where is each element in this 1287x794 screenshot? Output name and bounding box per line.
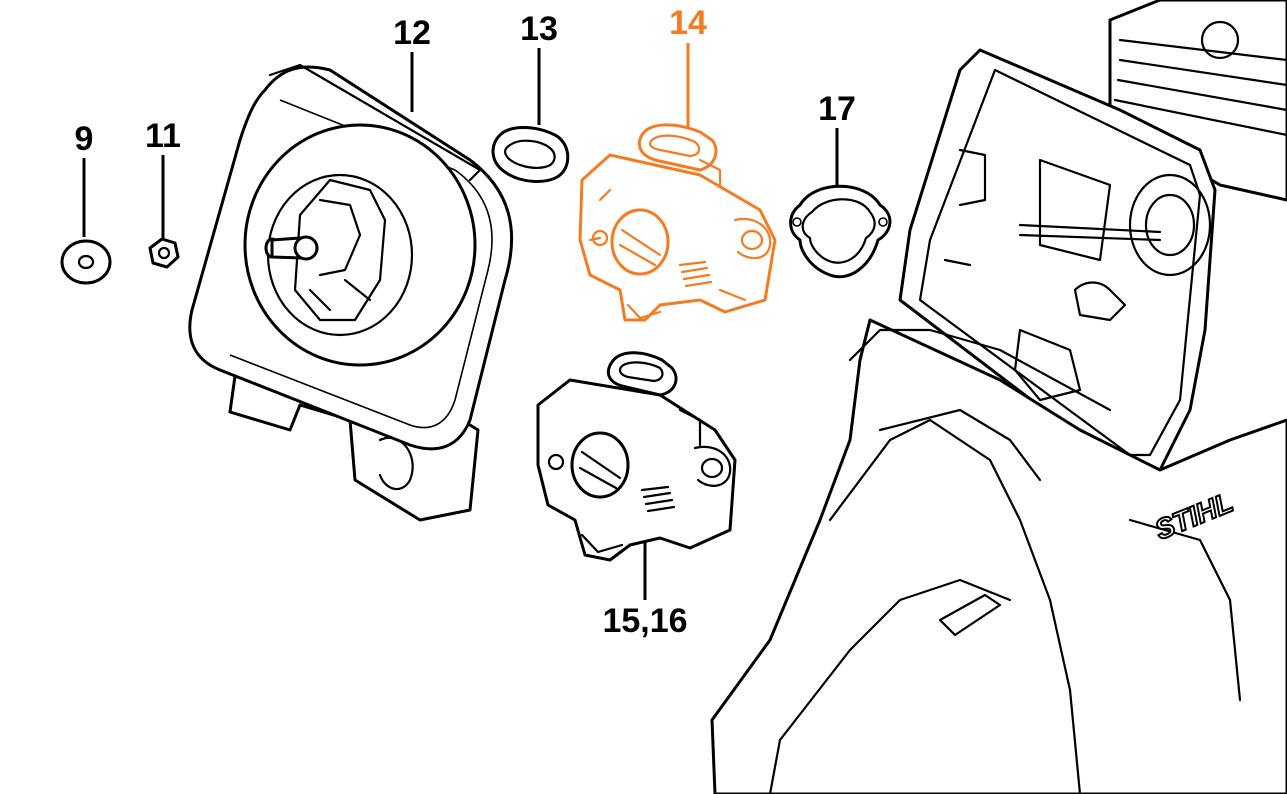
callout-12: 12: [393, 14, 431, 52]
part-17-gasket[interactable]: [789, 128, 892, 279]
part-14-carburetor[interactable]: [578, 43, 777, 322]
engine-housing: STIHL: [710, 0, 1287, 794]
part-11-nut[interactable]: [148, 155, 180, 269]
part-15-16-carburetor-assembly[interactable]: [536, 351, 737, 600]
callout-15-16: 15,16: [602, 602, 688, 640]
part-13-rubber-flange[interactable]: [491, 48, 570, 183]
callout-9: 9: [74, 120, 94, 158]
callout-14: 14: [669, 4, 707, 42]
part-9-washer[interactable]: [60, 158, 112, 285]
callout-13: 13: [520, 10, 558, 48]
callout-11: 11: [145, 117, 181, 155]
part-12-carburetor-box[interactable]: [188, 52, 513, 522]
callout-17: 17: [818, 90, 856, 128]
